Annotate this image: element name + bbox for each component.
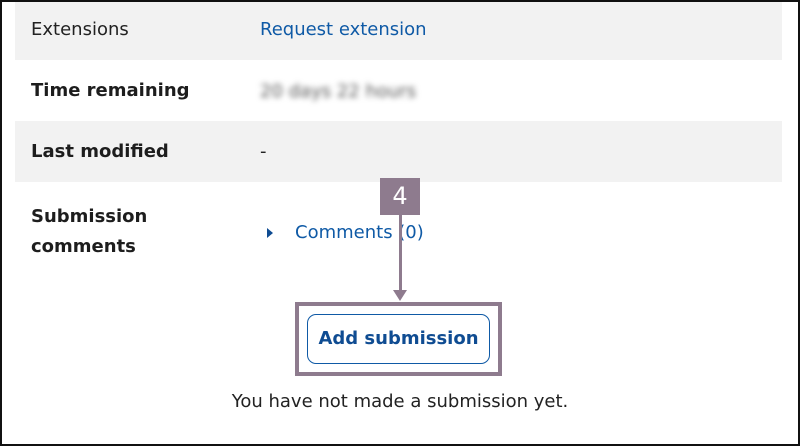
row-label: Last modified: [31, 141, 169, 162]
row-time-remaining: Time remaining 20 days 22 hours: [15, 60, 782, 121]
annotation-highlight: [295, 302, 502, 376]
arrow-down-icon: [393, 290, 407, 301]
annotation-arrow-line: [399, 215, 402, 293]
row-label: Submission comments: [31, 202, 147, 262]
last-modified-value: -: [260, 141, 267, 162]
caret-right-icon: [267, 228, 273, 238]
row-label: Extensions: [31, 19, 129, 40]
time-remaining-value: 20 days 22 hours: [260, 81, 417, 102]
add-submission-button[interactable]: Add submission: [307, 314, 490, 364]
submission-status: You have not made a submission yet.: [231, 391, 569, 412]
comments-toggle[interactable]: Comments (0): [267, 222, 424, 243]
step-badge: 4: [380, 178, 420, 215]
row-submission-comments: Submission comments Comments (0): [15, 182, 782, 272]
label-line: Submission: [31, 206, 148, 227]
row-last-modified: Last modified -: [15, 121, 782, 182]
label-line: comments: [31, 236, 136, 257]
row-extensions: Extensions Request extension: [15, 0, 782, 60]
request-extension-link[interactable]: Request extension: [260, 19, 427, 40]
row-label: Time remaining: [31, 80, 190, 101]
comments-label: Comments (0): [295, 222, 424, 243]
